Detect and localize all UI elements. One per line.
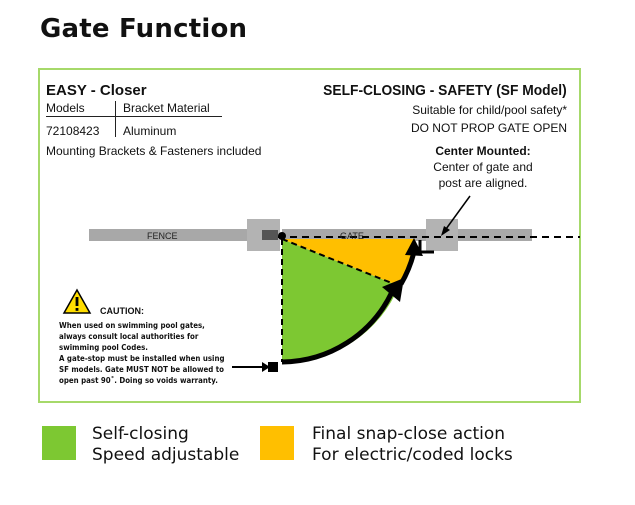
legend-snap-close-line-2: For electric/coded locks bbox=[312, 445, 513, 465]
product-name: EASY - Closer bbox=[46, 82, 147, 99]
bracket-material-header: Bracket Material bbox=[123, 101, 210, 115]
safety-line-1: Suitable for child/pool safety* bbox=[412, 103, 567, 117]
swing-arc bbox=[281, 290, 395, 365]
self-closing-zone bbox=[282, 239, 399, 363]
legend-snap-close: Final snap-close action For electric/cod… bbox=[312, 424, 513, 466]
snap-threshold-line bbox=[281, 238, 400, 287]
legend-swatch-snap-close bbox=[260, 426, 294, 460]
caution-text: When used on swimming pool gates, always… bbox=[59, 321, 225, 385]
center-mounted-line-2: post are aligned. bbox=[438, 176, 528, 190]
mounting-note: Mounting Brackets & Fasteners included bbox=[46, 144, 262, 158]
gate-stop bbox=[268, 362, 278, 372]
caution-pointer-head bbox=[262, 362, 270, 372]
safety-line-2: DO NOT PROP GATE OPEN bbox=[410, 121, 567, 135]
bracket-material-value: Aluminum bbox=[123, 124, 177, 138]
center-mounted-title: Center Mounted: bbox=[435, 144, 531, 158]
legend-self-closing-line-1: Self-closing bbox=[92, 424, 189, 444]
legend-swatch-self-closing bbox=[42, 426, 76, 460]
table-header-divider bbox=[46, 116, 222, 117]
page-title: Gate Function bbox=[40, 14, 248, 44]
diagram-panel bbox=[38, 68, 581, 403]
center-mounted-pointer-head bbox=[441, 226, 450, 236]
center-mounted-line-1: Center of gate and bbox=[433, 160, 533, 174]
swing-arrowhead bbox=[382, 278, 404, 302]
hinge-bracket bbox=[262, 230, 278, 240]
fence-rail bbox=[89, 229, 249, 241]
fence-label: FENCE bbox=[147, 231, 178, 241]
legend-self-closing: Self-closing Speed adjustable bbox=[92, 424, 239, 466]
legend-self-closing-line-2: Speed adjustable bbox=[92, 445, 240, 465]
models-header: Models bbox=[46, 101, 85, 115]
gate-label: GATE bbox=[340, 231, 364, 241]
safety-title: SELF-CLOSING - SAFETY (SF Model) bbox=[323, 82, 567, 99]
center-mounted-pointer bbox=[445, 195, 471, 230]
legend-snap-close-line-1: Final snap-close action bbox=[312, 424, 506, 444]
snap-close-zone bbox=[282, 239, 415, 286]
caution-title: CAUTION: bbox=[100, 306, 144, 316]
hinge-pivot bbox=[278, 232, 286, 240]
model-number: 72108423 bbox=[46, 124, 100, 138]
latch-bracket bbox=[418, 240, 434, 254]
warning-icon bbox=[62, 288, 92, 314]
gate-post-rail bbox=[458, 229, 532, 241]
table-column-divider bbox=[115, 101, 116, 137]
